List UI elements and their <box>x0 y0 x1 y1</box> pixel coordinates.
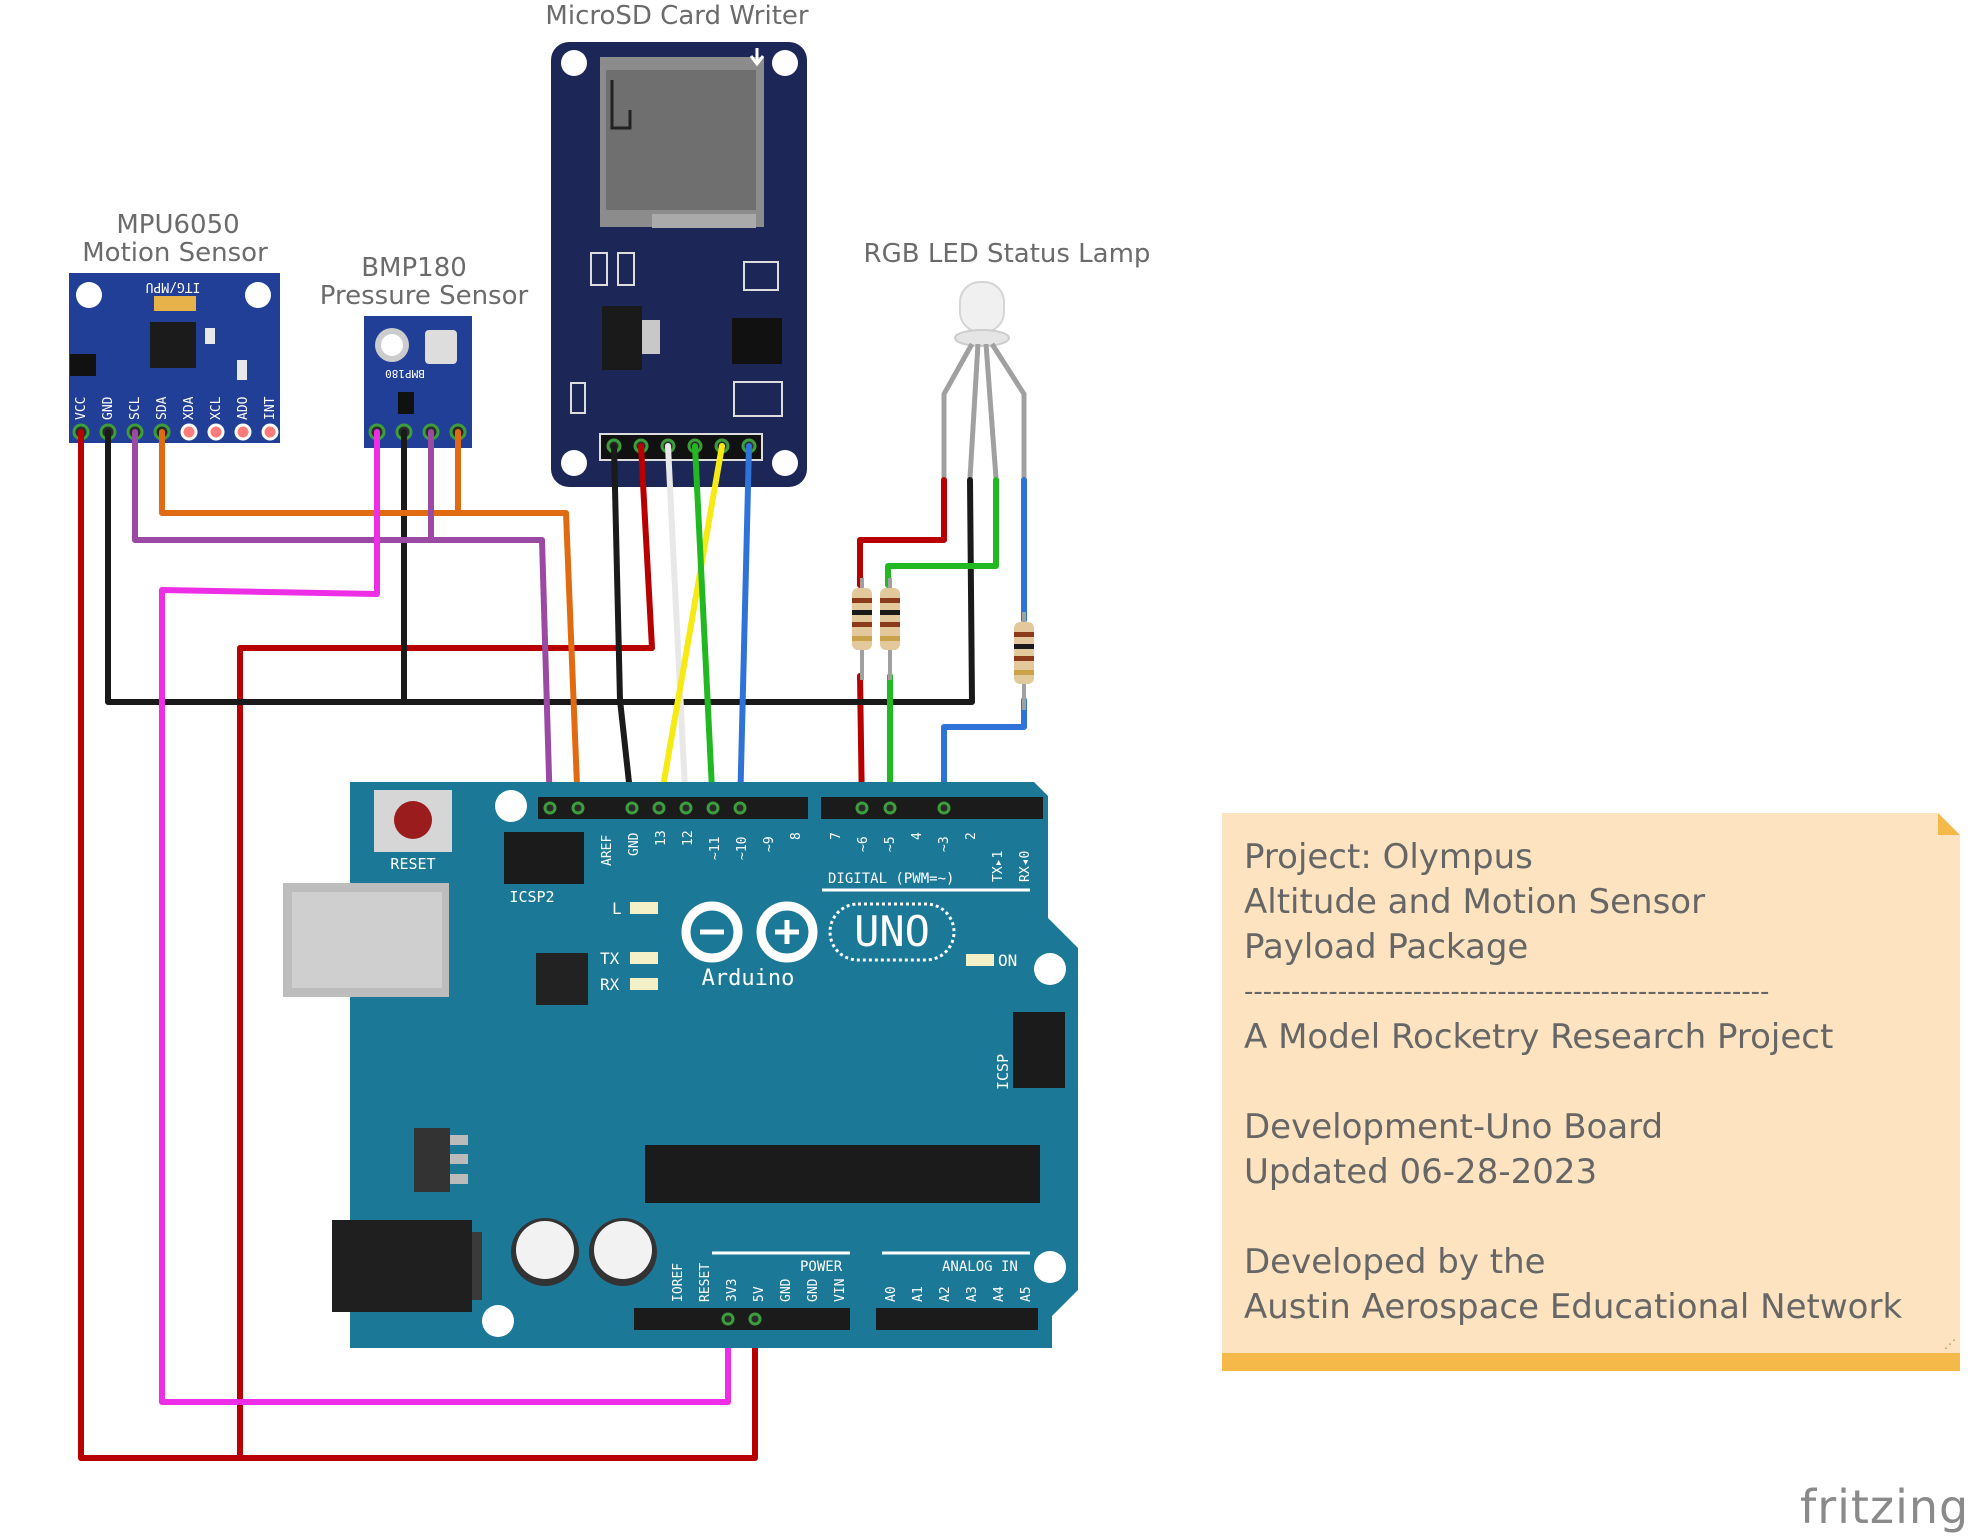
pin-label-a1: A1 <box>911 1286 926 1302</box>
pin-label-2: 2 <box>964 832 979 840</box>
mpu6050-board: ITG/MPU <box>69 273 280 443</box>
pin-label-5: ~5 <box>883 836 898 852</box>
pin-label-ioref: IOREF <box>671 1263 686 1302</box>
note-line: Developed by the <box>1244 1242 1546 1282</box>
arduino-connection-pins <box>543 801 951 1326</box>
resistor-red-channel <box>852 578 872 680</box>
pin-label-3v3: 3V3 <box>725 1279 740 1302</box>
note-tagline: A Model Rocketry Research Project <box>1244 1017 1834 1057</box>
pin-label-reset: RESET <box>698 1263 713 1302</box>
analog-header-label: ANALOG IN <box>942 1259 1018 1275</box>
pin-label-a3: A3 <box>965 1286 980 1302</box>
note-fold <box>1938 813 1960 835</box>
led-on-label: ON <box>998 951 1017 970</box>
mpu-label-line1: MPU6050 <box>116 210 239 240</box>
rgb-led-label: RGB LED Status Lamp <box>864 239 1151 269</box>
bmp-label-line1: BMP180 <box>361 253 467 283</box>
digital-header-label: DIGITAL (PWM=~) <box>828 871 954 887</box>
pin-label-13: 13 <box>654 830 669 846</box>
arduino-model-label: UNO <box>854 907 930 956</box>
digital-pin-labels-left: AREF GND 13 12 ~11 ~10 ~9 8 <box>600 830 804 866</box>
analog-pin-labels: A0 A1 A2 A3 A4 A5 <box>884 1286 1034 1302</box>
resize-grip-icon[interactable]: ⋰ <box>1944 1337 1956 1351</box>
bmp-chip-text: BMP180 <box>385 367 425 380</box>
power-header-label: POWER <box>800 1259 843 1275</box>
pin-label-12: 12 <box>681 830 696 846</box>
mpu-label-line2: Motion Sensor <box>82 238 268 268</box>
mpu-pin-gnd: GND <box>101 396 116 420</box>
pin-label-4: 4 <box>910 832 925 840</box>
rgb-led <box>941 281 1027 479</box>
note-line: Development-Uno Board <box>1244 1107 1664 1147</box>
mpu-pin-xda: XDA <box>182 396 197 420</box>
arduino-uno-board: RESET ICSP2 ICSP DIGITAL (PWM=~) POWER A… <box>283 782 1078 1348</box>
mpu-pin-ado: ADO <box>236 396 251 420</box>
pin-label-gnd-2: GND <box>806 1278 821 1302</box>
mpu-pin-scl: SCL <box>128 396 143 420</box>
note-line: Updated 06-28-2023 <box>1244 1152 1598 1192</box>
pin-label-vin: VIN <box>833 1279 848 1302</box>
fritzing-logo: fritzing <box>1800 1480 1970 1534</box>
pin-label-7: 7 <box>829 832 844 840</box>
led-tx-label: TX <box>600 949 620 968</box>
mpu-pin-xcl: XCL <box>209 396 224 420</box>
pin-label-a5: A5 <box>1019 1286 1034 1302</box>
pin-label-gnd-1: GND <box>779 1278 794 1302</box>
resistor-green-channel <box>880 578 900 680</box>
icsp-label: ICSP <box>994 1054 1012 1090</box>
pin-label-a4: A4 <box>992 1286 1007 1302</box>
microsd-module <box>551 42 807 487</box>
reset-label: RESET <box>390 855 435 873</box>
bmp180-board: BMP180 <box>364 316 472 448</box>
pin-label-a0: A0 <box>884 1286 899 1302</box>
pin-label-tx1: TX▸1 <box>991 851 1006 882</box>
led-rx-label: RX <box>600 975 620 994</box>
power-pin-labels: IOREF RESET 3V3 5V GND GND VIN <box>671 1263 848 1302</box>
pin-label-gnd: GND <box>627 832 642 856</box>
note-line: Austin Aerospace Educational Network <box>1244 1287 1903 1327</box>
mpu-pin-int: INT <box>263 396 278 420</box>
note-line: Project: Olympus <box>1244 837 1533 877</box>
pin-label-3: ~3 <box>937 836 952 852</box>
pin-label-aref: AREF <box>600 835 615 866</box>
led-l-label: L <box>612 899 622 918</box>
note-divider: ----------------------------------------… <box>1244 977 1770 1007</box>
note-line: Payload Package <box>1244 927 1529 967</box>
project-note: Project: Olympus Altitude and Motion Sen… <box>1222 813 1960 1371</box>
pin-label-6: ~6 <box>856 836 871 852</box>
resistor-blue-channel <box>1014 612 1034 710</box>
pin-label-10: ~10 <box>735 837 750 860</box>
pin-label-rx0: RX◂0 <box>1018 851 1033 882</box>
digital-pin-labels-right: 7 ~6 ~5 4 ~3 2 TX▸1 RX◂0 <box>829 832 1033 882</box>
pin-label-5v: 5V <box>752 1286 767 1302</box>
wires <box>78 429 1027 1461</box>
microsd-label: MicroSD Card Writer <box>545 1 808 31</box>
note-line: Altitude and Motion Sensor <box>1244 882 1706 922</box>
pin-label-a2: A2 <box>938 1286 953 1302</box>
mpu-pin-labels: VCC GND SCL SDA XDA XCL ADO INT <box>74 396 278 420</box>
pin-label-11: ~11 <box>708 837 723 860</box>
pin-label-8: 8 <box>789 832 804 840</box>
icsp2-label: ICSP2 <box>509 888 554 906</box>
mpu-pins <box>72 423 279 441</box>
mpu-pin-vcc: VCC <box>74 397 89 420</box>
arduino-word-label: Arduino <box>702 966 795 991</box>
mpu-chip-text: ITG/MPU <box>146 279 201 294</box>
pin-label-9: ~9 <box>762 836 777 852</box>
mpu-pin-sda: SDA <box>155 396 170 420</box>
arduino-infinity-logo <box>681 901 818 963</box>
bmp-label-line2: Pressure Sensor <box>320 281 529 311</box>
